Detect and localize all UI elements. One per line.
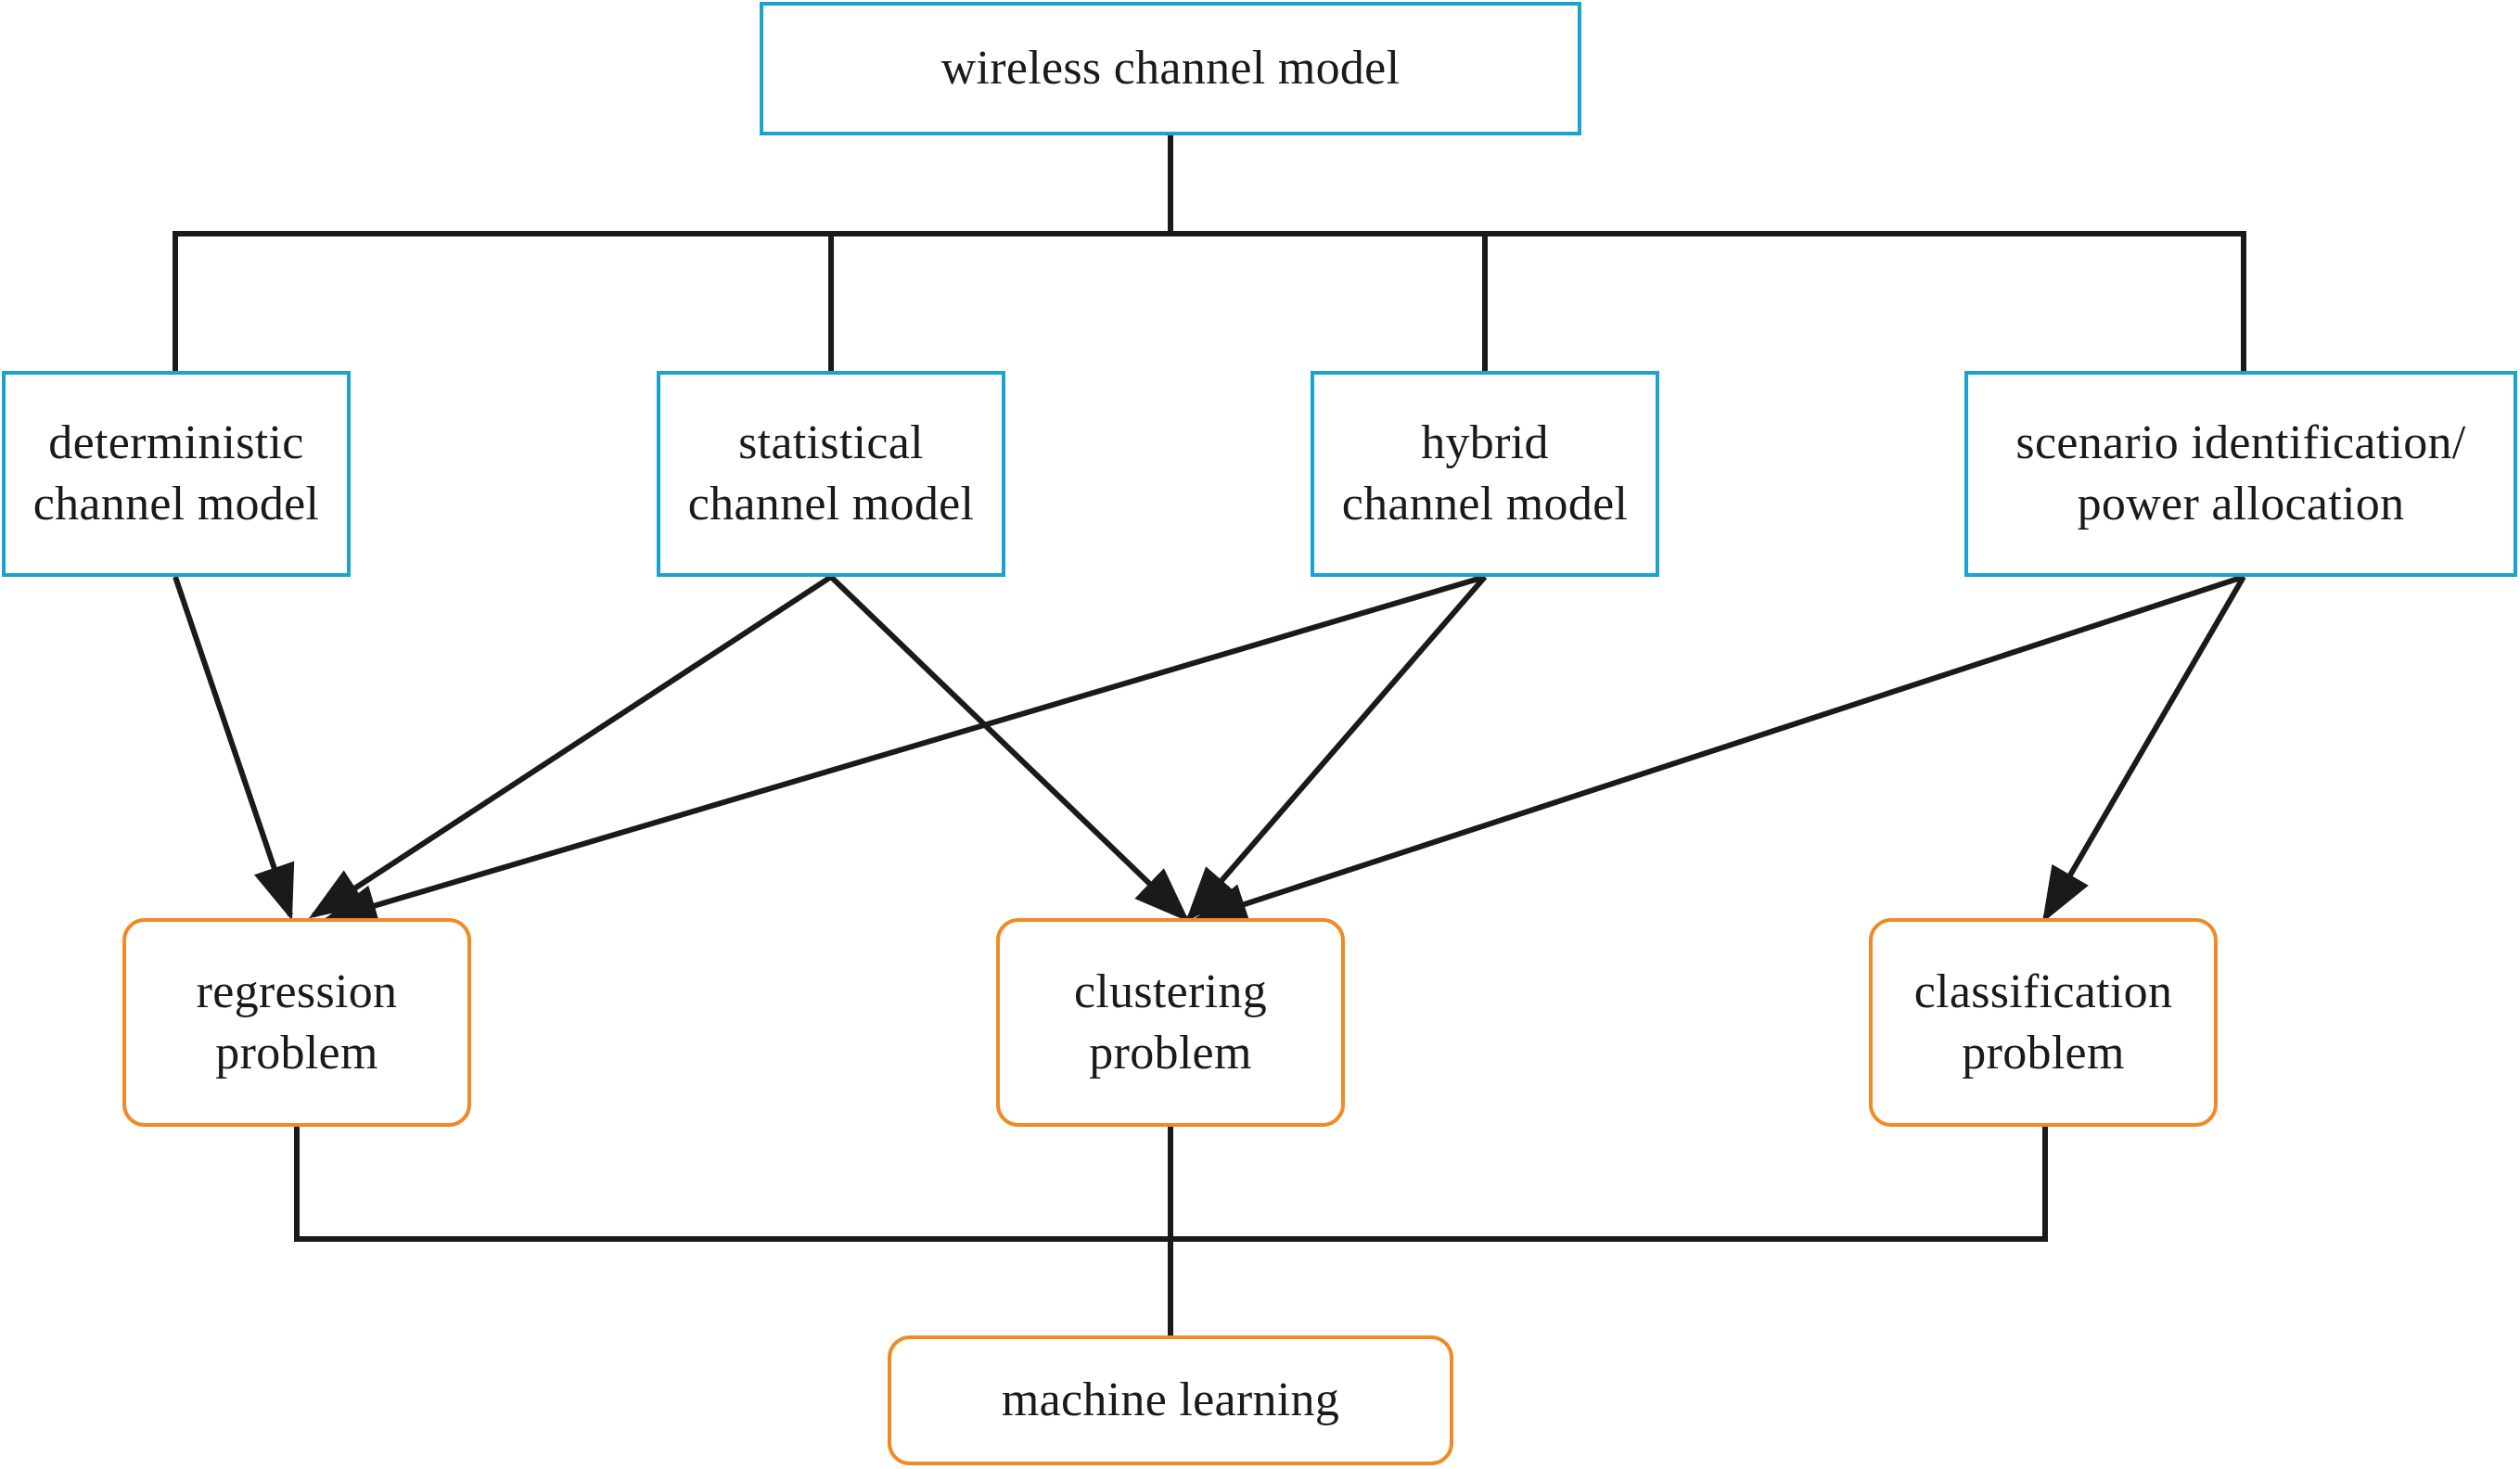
node-statistical-channel-model: statistical channel model (657, 371, 1005, 577)
node-label-line: hybrid (1421, 416, 1549, 469)
top-tree-connector (173, 133, 2246, 374)
arrow-scenario-to-clustering (1191, 574, 2245, 925)
node-hybrid-channel-model: hybrid channel model (1311, 371, 1659, 577)
arrow-statistical-to-clustering (828, 574, 1190, 923)
arrow-deterministic-to-regression (173, 576, 295, 921)
node-label-line: scenario identification/ (2015, 416, 2466, 469)
node-deterministic-channel-model: deterministic channel model (2, 371, 351, 577)
node-label-line: classification (1913, 964, 2173, 1018)
node-label-line: channel model (32, 478, 320, 530)
node-classification-problem: classification problem (1869, 918, 2218, 1127)
mapping-arrows (173, 574, 2246, 926)
bottom-tree-connector (294, 1124, 2048, 1338)
node-label-line: clustering (1073, 964, 1268, 1018)
arrow-scenario-to-classification (2041, 575, 2246, 924)
node-label-line: power allocation (2077, 478, 2405, 530)
node-clustering-problem: clustering problem (996, 918, 1345, 1127)
node-label-line: statistical (738, 416, 924, 469)
node-label-line: machine learning (1001, 1373, 1340, 1426)
node-scenario-identification-power-allocation: scenario identification/ power allocatio… (1964, 371, 2517, 577)
node-regression-problem: regression problem (122, 918, 471, 1127)
arrow-hybrid-to-regression (321, 574, 1486, 926)
node-label-line: problem (1089, 1026, 1252, 1079)
arrow-statistical-to-regression (308, 574, 833, 919)
node-wireless-channel-model: wireless channel model (760, 2, 1581, 135)
node-label-line: wireless channel model (940, 42, 1401, 95)
node-label-line: problem (215, 1026, 378, 1079)
node-label-line: deterministic (48, 416, 304, 469)
node-label-line: regression (196, 964, 398, 1018)
node-label-line: problem (1962, 1026, 2125, 1079)
node-label-line: channel model (1341, 478, 1629, 530)
node-machine-learning: machine learning (888, 1335, 1453, 1465)
node-label-line: channel model (687, 478, 975, 530)
arrow-hybrid-to-clustering (1185, 575, 1488, 923)
